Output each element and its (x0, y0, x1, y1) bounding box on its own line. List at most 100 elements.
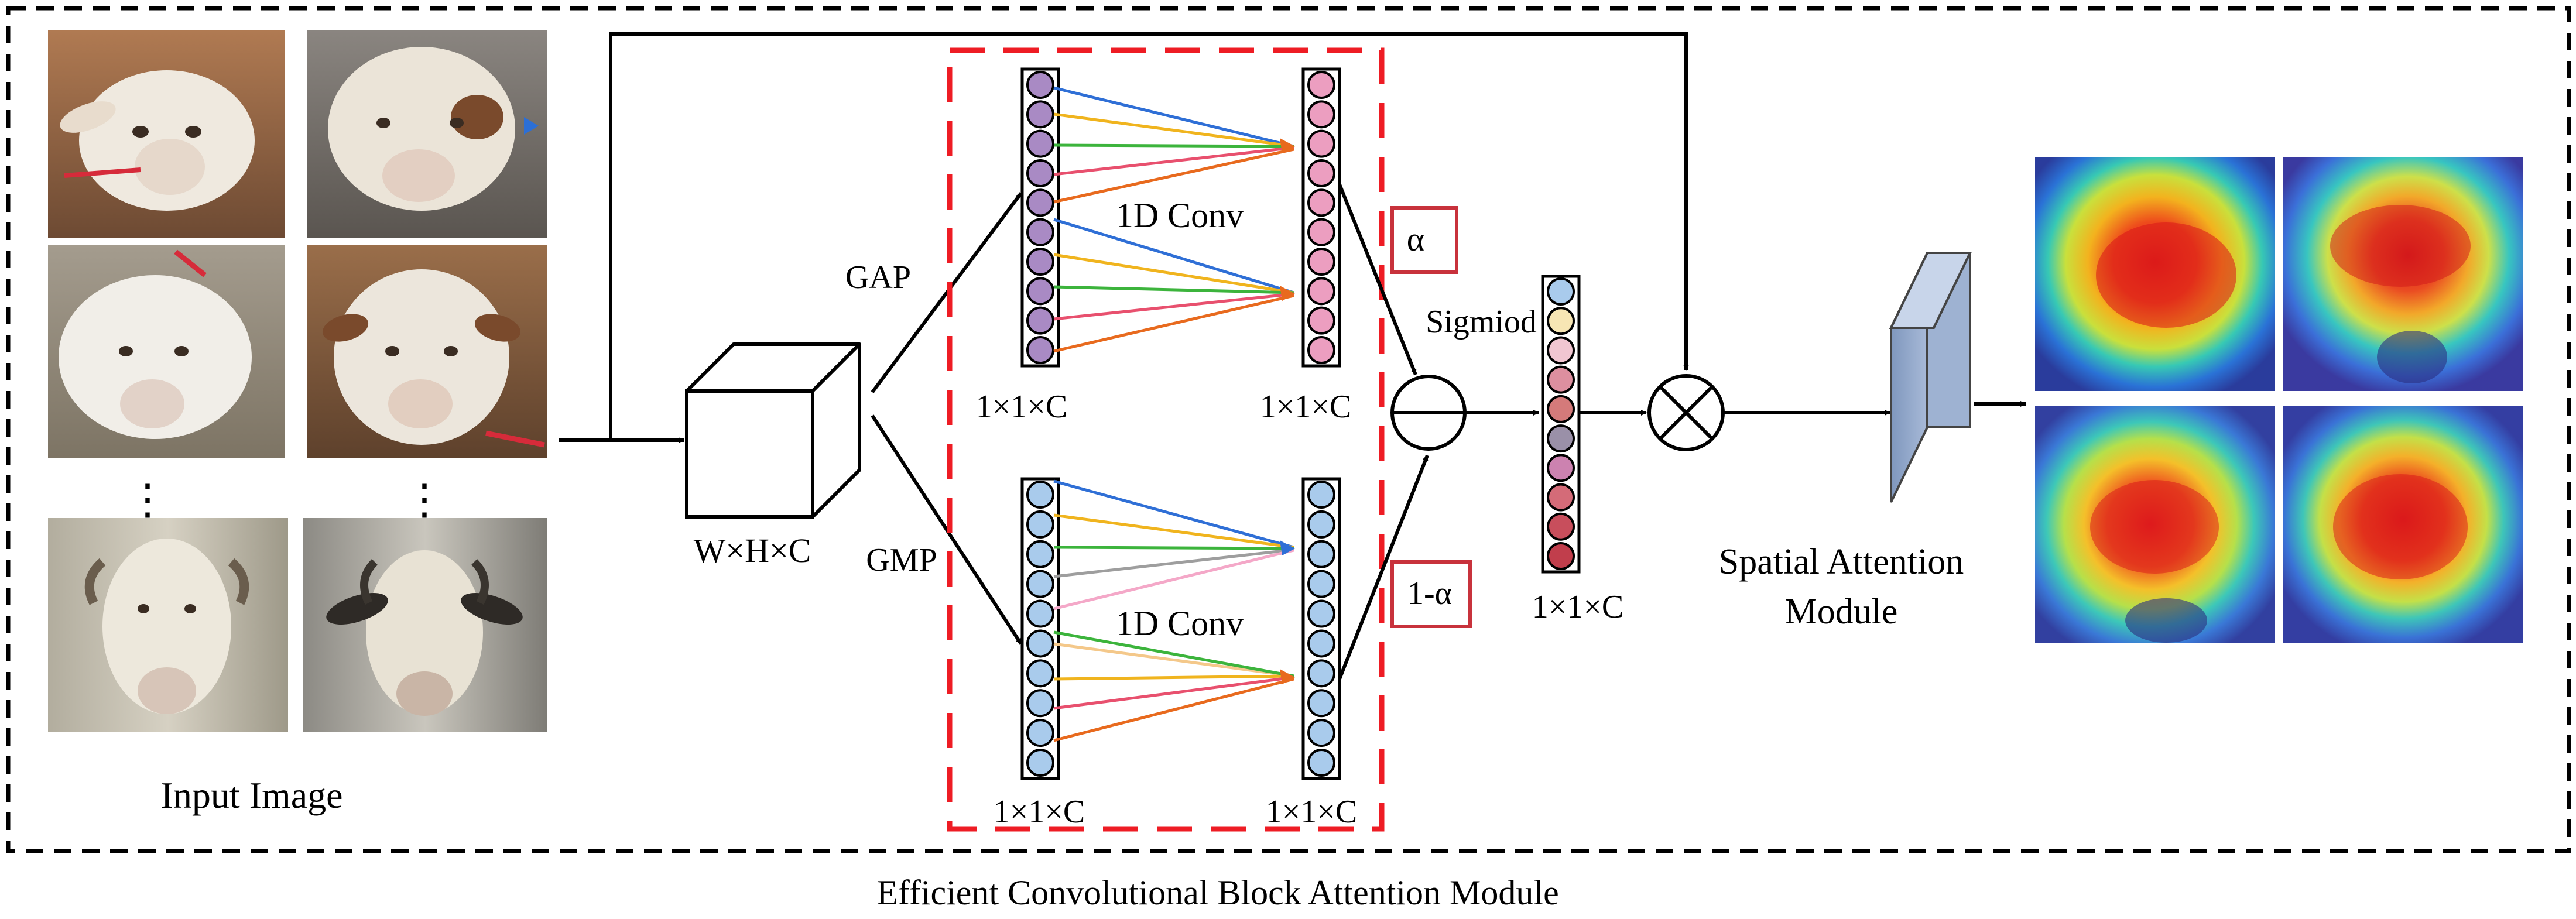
column-node (1307, 129, 1335, 158)
column-node (1547, 395, 1575, 423)
gmp-conv-connections (1053, 479, 1294, 742)
column-node (1307, 689, 1335, 718)
gap-label: GAP (845, 259, 911, 296)
column-node (1307, 570, 1335, 598)
column-node (1026, 71, 1054, 99)
column-node (1307, 277, 1335, 306)
gmp-arrow (871, 414, 1023, 645)
column-node (1307, 659, 1335, 688)
alpha-box (1390, 206, 1458, 274)
gmp-input-dims: 1×1×C (994, 794, 1085, 830)
gap-conv-connections (1053, 86, 1294, 353)
column-node (1026, 481, 1054, 509)
column-node (1026, 570, 1054, 598)
column-node (1547, 454, 1575, 482)
multiply-node (1647, 374, 1725, 451)
input-image-grid: ⋮ ⋮ (48, 30, 547, 732)
column-node (1026, 100, 1054, 129)
column-node (1307, 159, 1335, 187)
column-node (1026, 719, 1054, 747)
sheep-photo-4 (307, 245, 547, 458)
sheep-photo-6 (303, 518, 547, 732)
gmp-input-nodes (1026, 481, 1054, 777)
sheep-photo-5 (48, 518, 288, 732)
column-node (1307, 749, 1335, 777)
column-node (1307, 218, 1335, 246)
sheep-photo-3 (48, 245, 285, 458)
ellipsis-left: ⋮ (126, 476, 169, 523)
column-node (1307, 540, 1335, 568)
column-node (1307, 481, 1335, 509)
gap-to-merge-arrow (1338, 183, 1417, 376)
ellipsis-right: ⋮ (403, 476, 446, 523)
heatmap-4 (2283, 406, 2523, 643)
column-node (1307, 306, 1335, 335)
column-node (1026, 510, 1054, 539)
sigmoid-label: Sigmiod (1426, 304, 1537, 340)
column-node (1026, 129, 1054, 158)
sheep-photo-2 (307, 30, 547, 238)
column-node (1547, 307, 1575, 335)
heatmap-3 (2035, 406, 2275, 643)
heatmap-2 (2283, 157, 2523, 391)
column-node (1026, 599, 1054, 628)
column-node (1307, 71, 1335, 99)
weighted-sum-node (1390, 375, 1467, 451)
feature-cube (685, 342, 861, 519)
column-node (1026, 306, 1054, 335)
one-minus-alpha-box (1390, 560, 1472, 628)
column-node (1026, 336, 1054, 364)
gap-arrow (871, 192, 1023, 393)
gap-input-dims: 1×1×C (976, 389, 1068, 425)
spatial-attention-plane (1889, 252, 1972, 503)
attention-heatmap-grid (2035, 157, 2523, 643)
cube-dimension-label: W×H×C (694, 531, 811, 570)
one-minus-alpha-label: 1-α (1407, 575, 1452, 612)
column-node (1026, 188, 1054, 217)
gmp-conv-arrowheads (1280, 540, 1295, 684)
gap-input-nodes (1026, 71, 1054, 364)
column-node (1026, 659, 1054, 688)
column-node (1026, 218, 1054, 246)
column-node (1307, 336, 1335, 364)
column-node (1026, 277, 1054, 306)
column-node (1026, 248, 1054, 276)
column-node (1307, 248, 1335, 276)
spatial-attention-label: Spatial Attention (1719, 542, 1964, 582)
gmp-output-dims: 1×1×C (1266, 794, 1358, 830)
column-node (1307, 719, 1335, 747)
skip-connection-arrow (609, 32, 1689, 440)
gap-output-nodes (1307, 71, 1335, 364)
diagram-caption: Efficient Convolutional Block Attention … (876, 873, 1558, 912)
gmp-to-merge-arrow (1338, 454, 1429, 680)
column-node (1307, 188, 1335, 217)
column-node (1547, 277, 1575, 306)
column-node (1547, 336, 1575, 365)
column-node (1026, 540, 1054, 568)
sigmoid-dims: 1×1×C (1532, 589, 1624, 625)
column-node (1547, 424, 1575, 453)
sigmoid-nodes (1547, 277, 1575, 570)
sheep-photo-1 (48, 30, 285, 238)
column-node (1026, 159, 1054, 187)
channel-attention-dashed-box (947, 47, 1385, 832)
alpha-label: α (1407, 220, 1424, 258)
conv-label-top: 1D Conv (1116, 196, 1244, 235)
column-node (1547, 512, 1575, 541)
gmp-output-nodes (1307, 481, 1335, 777)
column-node (1307, 599, 1335, 628)
column-node (1547, 365, 1575, 394)
gap-conv-arrowheads (1280, 138, 1295, 301)
column-node (1547, 483, 1575, 512)
outer-dashed-frame (6, 6, 2571, 853)
column-node (1547, 542, 1575, 570)
input-image-label: Input Image (161, 774, 343, 816)
gmp-label: GMP (866, 542, 937, 578)
spatial-module-label: Module (1785, 592, 1898, 632)
conv-label-bottom: 1D Conv (1116, 604, 1244, 643)
heatmap-1 (2035, 157, 2275, 391)
column-node (1026, 749, 1054, 777)
column-node (1307, 510, 1335, 539)
gap-output-dims: 1×1×C (1260, 389, 1352, 425)
